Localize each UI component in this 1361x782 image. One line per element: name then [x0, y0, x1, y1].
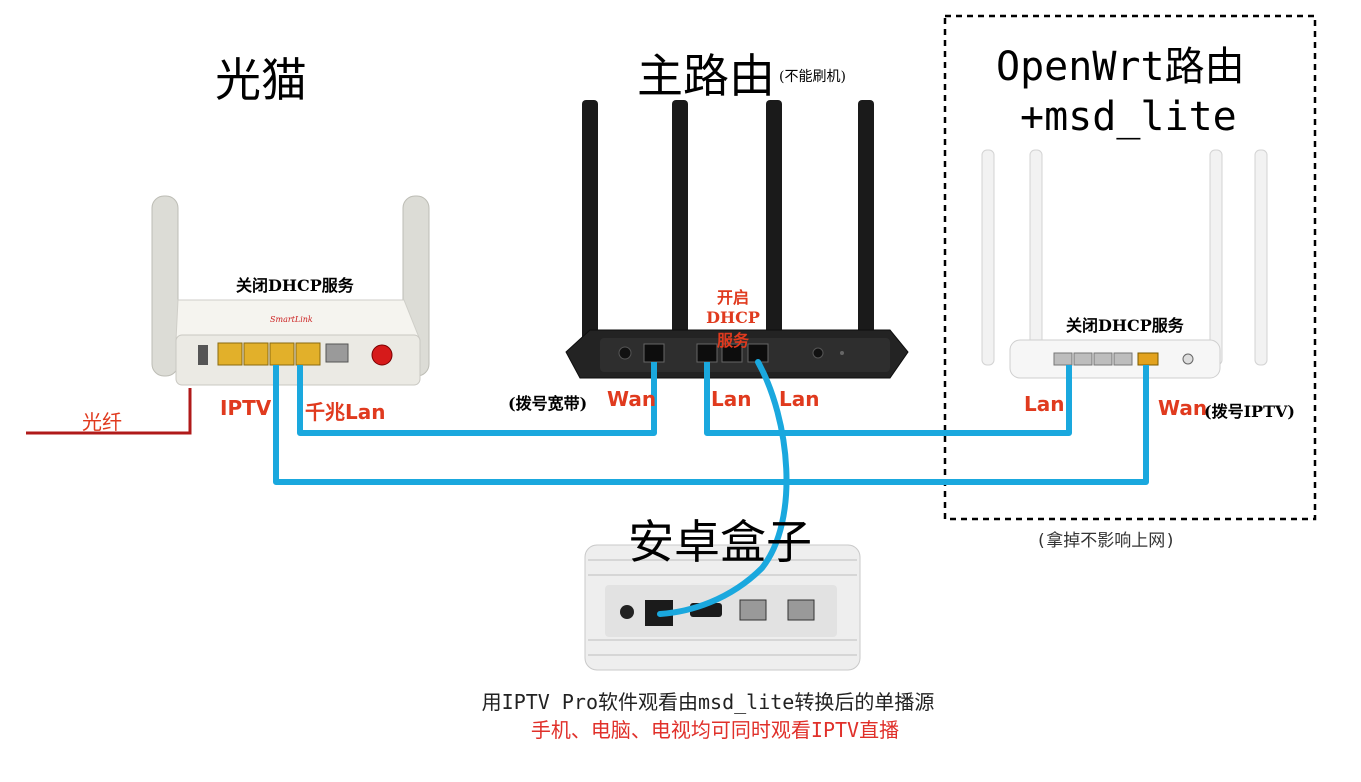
openwrt-antenna-1	[981, 149, 995, 366]
openwrt-port-lan2	[1073, 352, 1093, 366]
main-router-port-wan-label: Wan	[607, 387, 657, 411]
modem-title: 光猫	[215, 53, 307, 107]
modem-port-1	[217, 342, 243, 366]
android-box-port-usb2	[787, 599, 815, 621]
main-router-port-face	[600, 338, 890, 372]
openwrt-power-port	[1182, 353, 1194, 365]
main-router-antenna-3	[766, 100, 782, 360]
openwrt-antenna-4	[1254, 149, 1268, 366]
openwrt-port-lan-label: Lan	[1024, 392, 1065, 416]
modem-port-phone	[325, 343, 349, 363]
main-router-antenna-4	[858, 100, 874, 360]
cable-modem-iptv-to-openwrt-wan	[273, 365, 1149, 485]
android-box-device	[584, 544, 861, 671]
main-router-dhcp-note: 开启DHCP 服务	[693, 284, 773, 351]
cable-main-lan-to-openwrt-lan	[704, 362, 1072, 436]
modem-port-2	[243, 342, 269, 366]
main-router-title: 主路由	[637, 49, 775, 103]
modem-fiber-port	[371, 344, 393, 366]
main-router-antenna-2	[672, 100, 688, 360]
modem-port-3	[269, 342, 295, 366]
main-router-dhcp-note-line1: 开启DHCP	[706, 288, 760, 327]
android-box-power-jack	[620, 605, 634, 619]
main-router-port-wan	[643, 343, 665, 363]
modem-device: SmartLink	[151, 195, 430, 386]
main-router-reset	[812, 347, 824, 359]
openwrt-port-lan4	[1113, 352, 1133, 366]
main-router-led	[840, 351, 844, 355]
modem-port-usb	[198, 345, 208, 365]
main-router-port-lan2	[721, 343, 743, 363]
openwrt-removal-note: (拿掉不影响上网)	[1036, 531, 1176, 551]
main-router-wan-prefix: (拨号宽带)	[508, 394, 588, 413]
main-router-dhcp-note-line2: 服务	[716, 331, 749, 350]
openwrt-dhcp-note: 关闭DHCP服务	[1066, 316, 1184, 335]
modem-dhcp-note: 关闭DHCP服务	[236, 276, 354, 295]
modem-port-gigabit-label: 千兆Lan	[305, 400, 386, 424]
openwrt-port-lan1	[1053, 352, 1073, 366]
main-router-title-note: (不能刷机)	[779, 69, 846, 85]
main-router-antenna-1	[582, 100, 598, 360]
footer-line2: 手机、电脑、电视均可同时观看IPTV直播	[530, 718, 900, 742]
fiber-label: 光纤	[82, 410, 122, 434]
openwrt-port-wan	[1137, 352, 1159, 366]
openwrt-port-wan-label: Wan	[1158, 396, 1208, 420]
main-router-port-lan1-label: Lan	[711, 387, 752, 411]
fiber-cable	[26, 388, 192, 435]
openwrt-antenna-3	[1209, 149, 1223, 366]
modem-port-iptv-label: IPTV	[220, 396, 272, 420]
openwrt-wan-suffix: (拨号IPTV)	[1204, 402, 1295, 421]
modem-antenna-left	[151, 195, 179, 377]
footer-line1: 用IPTV Pro软件观看由msd_lite转换后的单播源	[481, 690, 935, 714]
main-router-power-jack	[618, 346, 632, 360]
main-router-port-lan2-label: Lan	[779, 387, 820, 411]
modem-port-4	[295, 342, 321, 366]
openwrt-port-lan3	[1093, 352, 1113, 366]
openwrt-title-line2: +msd_lite	[1020, 94, 1237, 140]
cable-modem-gigabit-to-main-wan	[297, 362, 657, 436]
android-box-title: 安卓盒子	[628, 515, 812, 569]
openwrt-antenna-2	[1029, 149, 1043, 366]
android-box-port-usb1	[739, 599, 767, 621]
cable-main-lan-to-android-box	[657, 359, 790, 617]
modem-brand-logo: SmartLink	[270, 315, 313, 324]
openwrt-router-device	[981, 149, 1268, 379]
openwrt-title-line1: OpenWrt路由	[996, 44, 1245, 90]
openwrt-dashed-boundary	[943, 14, 1317, 521]
